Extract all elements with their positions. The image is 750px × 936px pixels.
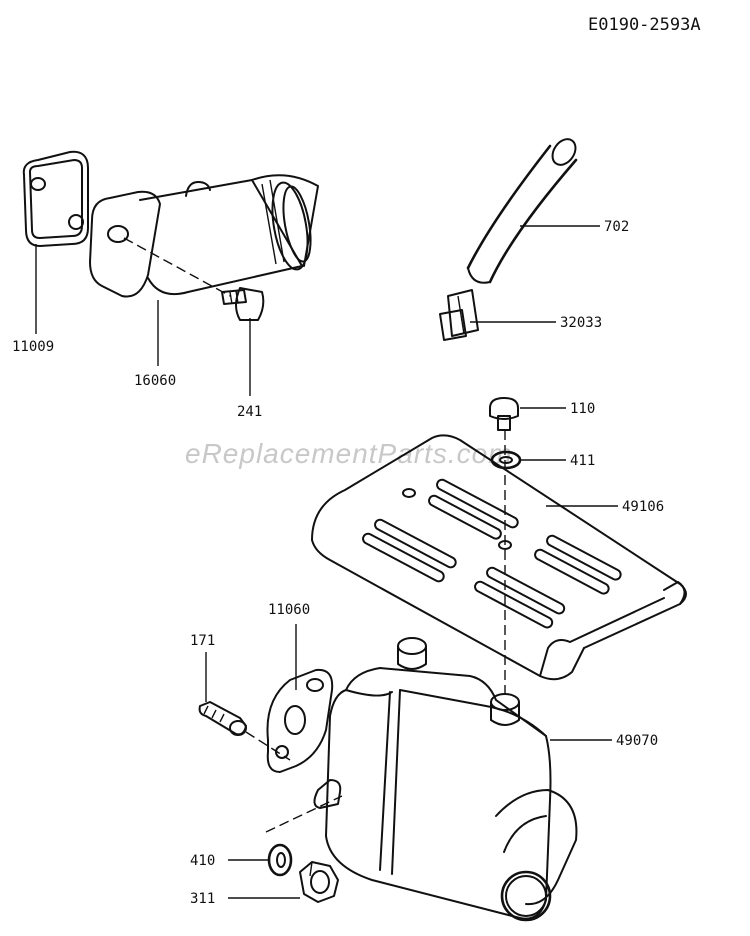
label-410[interactable]: 410 [190,853,215,869]
muffler-cover-49106[interactable] [311,434,687,681]
label-49106[interactable]: 49106 [622,499,664,515]
label-241[interactable]: 241 [237,404,262,420]
label-110[interactable]: 110 [570,401,595,417]
label-16060[interactable]: 16060 [134,373,176,389]
bolt-241-axis [123,237,231,297]
bolt-110[interactable] [489,397,519,431]
nut-axis [265,795,343,833]
label-311[interactable]: 311 [190,891,215,907]
exhaust-pipe-16060[interactable] [89,174,319,298]
clip-32033[interactable] [439,289,479,341]
watermark: eReplacementParts.com [185,438,513,469]
label-11009[interactable]: 11009 [12,339,54,355]
gasket-11060[interactable] [266,668,334,773]
washer-410[interactable] [267,843,293,877]
bolt-241[interactable] [221,287,265,321]
label-411[interactable]: 411 [570,453,595,469]
nut-311[interactable] [299,861,339,903]
label-49070[interactable]: 49070 [616,733,658,749]
gasket-11009[interactable] [22,150,89,247]
stud-axis [245,731,291,761]
label-702[interactable]: 702 [604,219,629,235]
label-32033[interactable]: 32033 [560,315,602,331]
hose-702[interactable] [466,135,580,284]
stud-bolt-171[interactable] [198,701,247,736]
diagram-code: E0190-2593A [588,15,701,35]
label-171[interactable]: 171 [190,633,215,649]
label-11060[interactable]: 11060 [268,602,310,618]
muffler-49070[interactable] [313,637,578,922]
